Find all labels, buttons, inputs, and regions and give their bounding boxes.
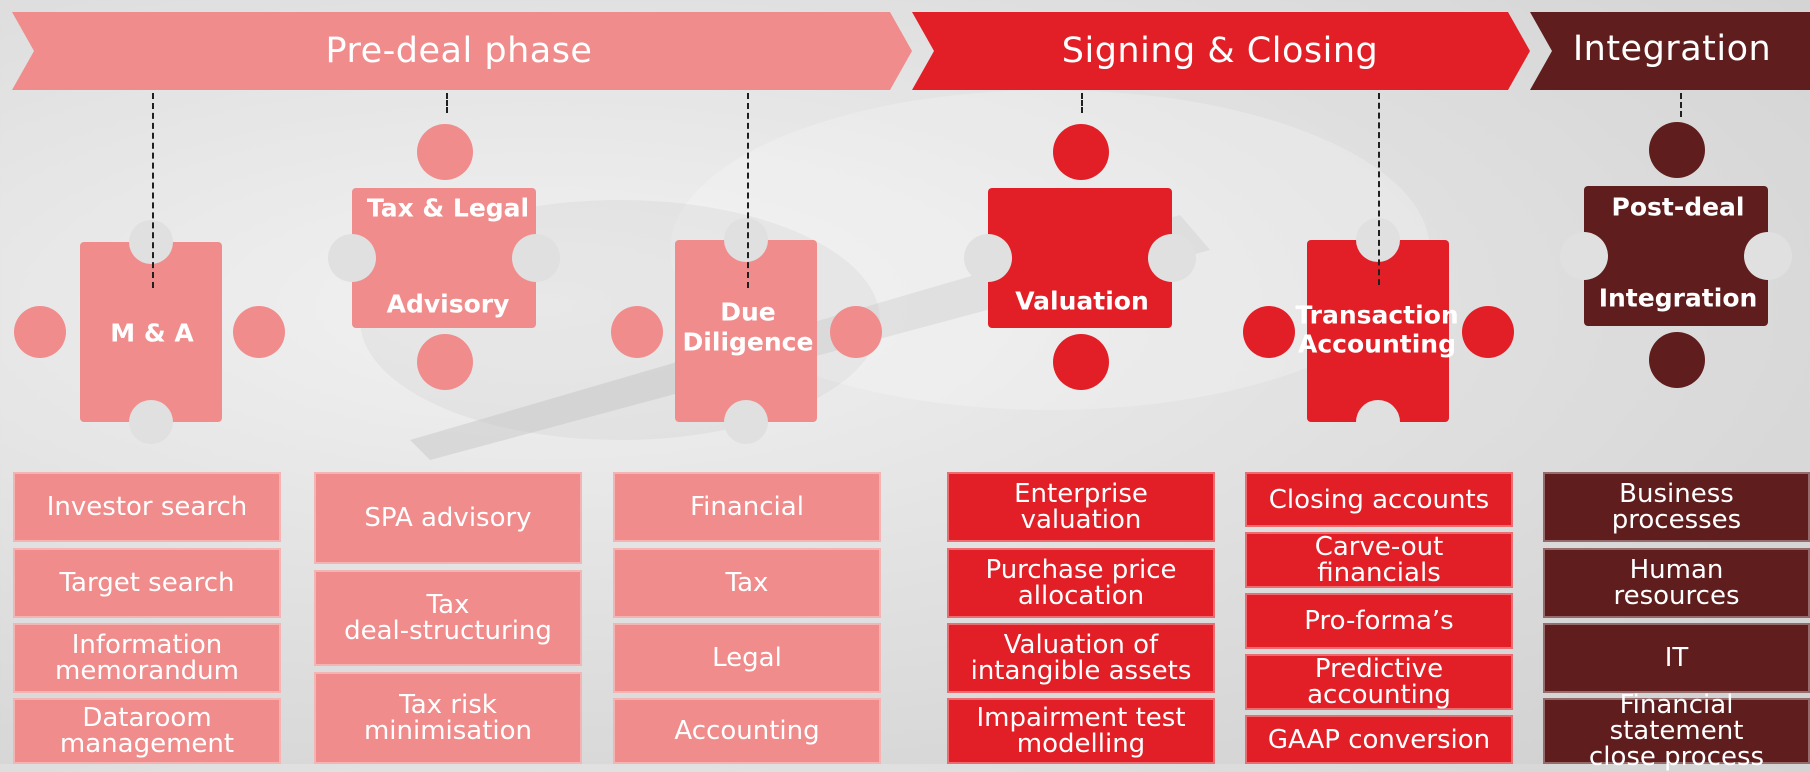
post-deal-label: Post-deal bbox=[1611, 192, 1745, 222]
service-box: Investor search bbox=[13, 472, 281, 542]
service-label: IT bbox=[1664, 643, 1689, 673]
ma-piece-label: M & A bbox=[110, 318, 194, 348]
service-label: Accounting bbox=[674, 716, 820, 746]
tax-connector-line bbox=[446, 93, 448, 113]
service-box: SPA advisory bbox=[314, 472, 582, 564]
valuation-connector-line bbox=[1081, 93, 1083, 113]
service-label: Legal bbox=[712, 643, 782, 673]
service-label: Financial bbox=[690, 492, 804, 522]
service-label: Pro-forma’s bbox=[1304, 606, 1454, 636]
transaction-accounting-puzzle-piece bbox=[1243, 218, 1514, 444]
service-box: Carve-out financials bbox=[1245, 532, 1513, 588]
transaction-label: Transaction bbox=[1295, 300, 1459, 330]
ma-puzzle-piece bbox=[14, 220, 285, 444]
pre-deal-arrow bbox=[12, 12, 912, 90]
ta-connector-line bbox=[1378, 93, 1380, 285]
signing-arrow bbox=[912, 12, 1530, 90]
service-label: Investor search bbox=[46, 492, 248, 522]
service-box: Accounting bbox=[613, 698, 881, 764]
integration-phase-label: Integration bbox=[1572, 29, 1772, 69]
service-box: Pro-forma’s bbox=[1245, 593, 1513, 649]
service-label: SPA advisory bbox=[364, 503, 532, 533]
advisory-label: Advisory bbox=[386, 289, 510, 319]
service-label: Closing accounts bbox=[1268, 484, 1490, 515]
service-box: Legal bbox=[613, 623, 881, 693]
tax-legal-label: Tax & Legal bbox=[366, 193, 530, 223]
phase-arrows bbox=[12, 12, 1810, 90]
service-box: GAAP conversion bbox=[1245, 715, 1513, 764]
dd-connector-line bbox=[747, 93, 749, 288]
integration-arrow bbox=[1530, 12, 1810, 90]
service-box: Tax bbox=[613, 548, 881, 618]
accounting-label: Accounting bbox=[1298, 329, 1456, 359]
service-label: Carve-out financials bbox=[1314, 532, 1444, 588]
valuation-puzzle-piece bbox=[964, 124, 1196, 390]
integration-piece-label: Integration bbox=[1598, 283, 1758, 313]
service-box: Financial bbox=[613, 472, 881, 542]
service-label: Predictive accounting bbox=[1307, 654, 1451, 710]
service-label: Target search bbox=[59, 568, 235, 598]
service-box: IT bbox=[1543, 623, 1810, 693]
post-deal-puzzle-piece bbox=[1560, 122, 1792, 388]
pre-deal-phase-label: Pre-deal phase bbox=[325, 31, 593, 71]
service-box: Target search bbox=[13, 548, 281, 618]
due-diligence-puzzle-piece bbox=[611, 218, 882, 444]
ma-connector-line bbox=[152, 93, 154, 288]
post-connector-line bbox=[1680, 93, 1682, 117]
due-label: Due bbox=[720, 297, 776, 327]
service-label: Tax bbox=[725, 568, 769, 598]
service-box: Closing accounts bbox=[1245, 472, 1513, 527]
tax-legal-puzzle-piece bbox=[328, 124, 560, 390]
diligence-label: Diligence bbox=[682, 327, 814, 357]
signing-closing-label: Signing & Closing bbox=[1061, 31, 1379, 71]
service-label: GAAP conversion bbox=[1267, 724, 1491, 755]
service-box: Predictive accounting bbox=[1245, 654, 1513, 710]
valuation-piece-label: Valuation bbox=[1015, 286, 1149, 316]
